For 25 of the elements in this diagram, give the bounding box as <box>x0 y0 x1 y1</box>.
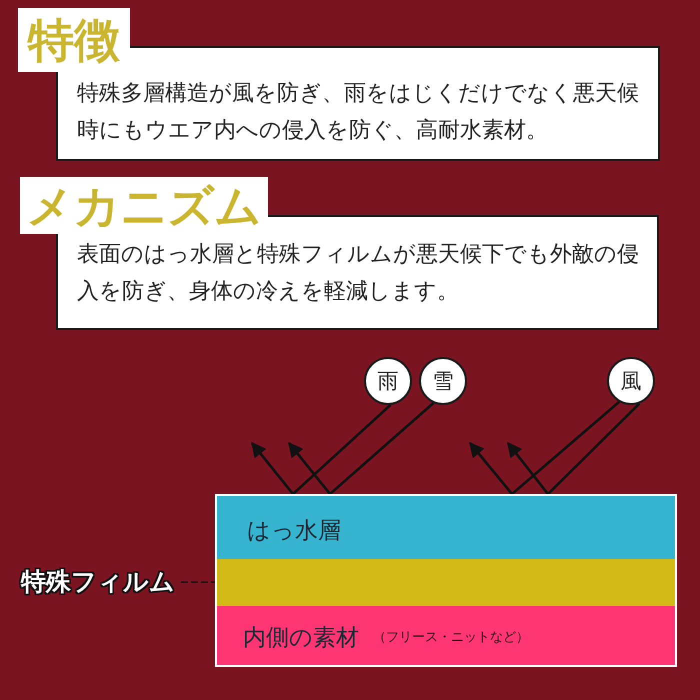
weather-circle <box>419 357 467 405</box>
weather-label: 雪 <box>432 370 454 392</box>
inner-fabric-layer <box>217 606 675 665</box>
weather-label: 雨 <box>378 370 398 392</box>
reflection-arrow <box>469 400 620 496</box>
water-repellent-layer <box>217 496 675 559</box>
reflection-arrow <box>506 402 640 496</box>
reflection-arrow <box>250 404 392 496</box>
callout-label: 特殊フィルム <box>18 566 181 598</box>
weather-circle <box>607 357 655 405</box>
layer-label: 内側の素材 <box>243 626 359 652</box>
layer-label: はっ水層 <box>247 518 341 544</box>
film-layer <box>217 559 675 606</box>
layer-note: （フリース・ニットなど） <box>373 631 529 646</box>
layer-stack <box>215 494 677 667</box>
heading-tab <box>18 8 130 72</box>
body-text: 特殊多層構造が風を防ぎ、雨をはじくだけでなく悪天候時にもウエア内への侵入を防ぐ、高耐水素材。 <box>77 80 640 145</box>
reflection-arrow <box>288 402 434 496</box>
section-heading: メカニズム <box>26 182 262 228</box>
heading-tab <box>20 177 268 234</box>
leader-line <box>181 581 217 583</box>
section-heading: 特徴 <box>28 17 120 63</box>
weather-label: 風 <box>620 370 642 392</box>
body-text: 表面のはっ水層と特殊フィルムが悪天候下でも外敵の侵入を防ぎ、身体の冷えを軽減します。 <box>77 241 640 306</box>
weather-circle <box>364 357 412 405</box>
